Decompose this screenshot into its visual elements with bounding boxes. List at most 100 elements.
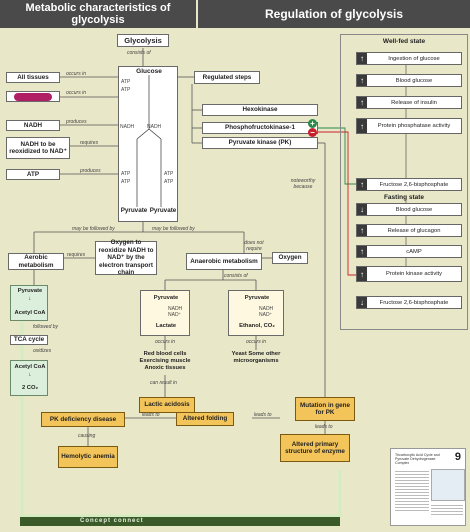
atp-out-c: ATP (164, 171, 174, 177)
atp-out-d: ATP (164, 179, 174, 185)
glycolysis-box: Glycolysis (117, 34, 169, 47)
nadh-reoxidized-box: NADH to be reoxidized to NAD⁺ (6, 137, 70, 159)
rbc-tissues-text: Red blood cells Exercising muscle Anoxic… (139, 351, 191, 371)
arrow-up-icon: ↑ (357, 119, 367, 133)
label-leads-to-2: leads to (254, 412, 272, 418)
label-noteworthy: noteworthy because (290, 178, 316, 190)
arrow-up-icon: ↑ (357, 75, 367, 86)
all-tissues-box: All tissues (6, 72, 60, 83)
pyruvate-left: Pyruvate (120, 207, 148, 214)
header-right: Regulation of glycolysis (198, 0, 470, 28)
acetylcoa-co2-box: Acetyl CoA ↓ 2 CO₂ (10, 360, 48, 396)
label-may-be-followed-by-2: may be followed by (152, 226, 195, 232)
arrow-up-icon: ↑ (357, 97, 367, 108)
fasting-item-1: ↓Blood glucose (356, 203, 462, 216)
arrow-up-icon: ↑ (357, 225, 367, 236)
pyruvate-kinase-box: Pyruvate kinase (PK) (202, 137, 318, 149)
arrow-up-icon: ↑ (357, 53, 367, 64)
anaerobic-box: Anaerobic metabolism (186, 253, 262, 270)
atp-out-b: ATP (121, 179, 131, 185)
concept-connect-bar[interactable]: Concept connect (20, 517, 340, 526)
co2-green: 2 CO₂ (21, 385, 39, 391)
oxygen-etc-box: Oxygen to reoxidize NADH to NAD⁺ by the … (95, 239, 157, 276)
label-leads-to-3: leads to (142, 412, 160, 418)
label-occurs-in-2: occurs in (66, 90, 87, 96)
ethanol-pathway-box: Pyruvate NADH NAD⁺ Ethanol, CO₂ (228, 290, 284, 336)
atp-in-a: ATP (121, 79, 131, 85)
fasting-item-5: ↓Fructose 2,6-bisphosphate (356, 296, 462, 309)
label-occurs-in: occurs in (66, 71, 87, 77)
label-produces: produces (66, 119, 87, 125)
arrow-down-icon: ↓ (28, 296, 32, 302)
label-consists-of: consists of (127, 50, 151, 56)
nadh-out-a: NADH (120, 124, 135, 130)
thumbnail-figure (431, 469, 465, 501)
fasting-item-3: ↑cAMP (356, 245, 462, 258)
redacted-box (6, 91, 60, 102)
fed-item-5: ↑Fructose 2,6-bisphosphate (356, 178, 462, 191)
label-leads-to: leads to (315, 424, 333, 430)
label-followed-by: followed by (33, 324, 59, 330)
pyruvate-acetylcoa-box: Pyruvate ↓ Acetyl CoA (10, 285, 48, 321)
regulated-steps-box: Regulated steps (194, 71, 260, 84)
arrow-down-icon: ↓ (357, 204, 367, 215)
thumbnail-text-lines-2 (431, 503, 463, 517)
acetyl-coa-green-2: Acetyl CoA (14, 364, 46, 370)
pyruvate-green: Pyruvate (17, 288, 43, 294)
pfk1-box: Phosphofructokinase-1 (202, 122, 318, 134)
chapter-thumbnail[interactable]: Tricarboxylic Acid Cycle and Pyruvate De… (390, 448, 466, 526)
thumbnail-title: Tricarboxylic Acid Cycle and Pyruvate De… (395, 453, 440, 466)
arrow-up-icon: ↑ (357, 179, 367, 190)
ethanol-label: Ethanol, CO₂ (239, 323, 275, 329)
label-can-result-in: can result in (150, 380, 177, 386)
label-does-not-require: does not require (244, 240, 264, 252)
fasting-state-title: Fasting state (383, 194, 425, 201)
lactate-pathway-box: Pyruvate NADH NAD⁺ Lactate (140, 290, 190, 336)
minus-icon: − (308, 128, 317, 137)
label-consists-of-2: consists of (224, 273, 248, 279)
nadh-lactate: NADH (168, 306, 183, 312)
altered-folding-box: Altered folding (176, 412, 234, 426)
nad-ethanol: NAD⁺ (259, 312, 273, 318)
atp-in-b: ATP (121, 87, 131, 93)
header-left: Metabolic characteristics of glycolysis (0, 0, 196, 28)
altered-primary-box: Altered primary structure of enzyme (280, 434, 350, 462)
atp-out-a: ATP (121, 171, 131, 177)
fed-item-2: ↑Blood glucose (356, 74, 462, 87)
thumbnail-text-lines (395, 469, 429, 513)
fed-item-4: ↑Protein phosphatase activity (356, 118, 462, 134)
nad-lactate: NAD⁺ (168, 312, 182, 318)
lactate-label: Lactate (155, 323, 177, 329)
nadh-ethanol: NADH (259, 306, 274, 312)
regulation-panel (340, 34, 468, 330)
glycolysis-pathway: Glucose ATP ATP NADH NADH ATP ATP ATP AT… (118, 66, 178, 222)
oxygen-box: Oxygen (272, 252, 308, 264)
thumbnail-number: 9 (454, 451, 461, 463)
glucose-label: Glucose (136, 68, 162, 75)
pyruvate-lactate: Pyruvate (153, 295, 179, 301)
fed-item-1: ↑Ingestion of glucose (356, 52, 462, 65)
fed-state-title: Well-fed state (382, 38, 426, 45)
arrow-up-icon: ↑ (357, 267, 367, 281)
label-occurs-in-4: occurs in (246, 339, 267, 345)
arrow-down-icon: ↓ (357, 297, 367, 308)
label-causing: causing (78, 433, 96, 439)
hemolytic-anemia-box: Hemolytic anemia (58, 446, 118, 468)
yeast-text: Yeast Some other microorganisms (231, 351, 281, 364)
lactic-acidosis-box: Lactic acidosis (139, 397, 195, 413)
tca-cycle-box: TCA cycle (10, 335, 48, 345)
aerobic-box: Aerobic metabolism (8, 253, 64, 270)
fasting-item-2: ↑Release of glucagon (356, 224, 462, 237)
redaction-mark (14, 92, 52, 101)
arrow-down-icon: ↓ (28, 372, 32, 378)
pk-deficiency-box: PK deficiency disease (41, 412, 125, 427)
label-requires: requires (80, 140, 99, 146)
pyruvate-ethanol: Pyruvate (244, 295, 270, 301)
pyruvate-right: Pyruvate (149, 207, 177, 214)
fasting-item-4: ↑Protein kinase activity (356, 266, 462, 282)
fed-item-3: ↑Release of insulin (356, 96, 462, 109)
plus-icon: + (308, 119, 317, 128)
label-occurs-in-3: occurs in (155, 339, 176, 345)
mutation-pk-box: Mutation in gene for PK (295, 397, 355, 421)
